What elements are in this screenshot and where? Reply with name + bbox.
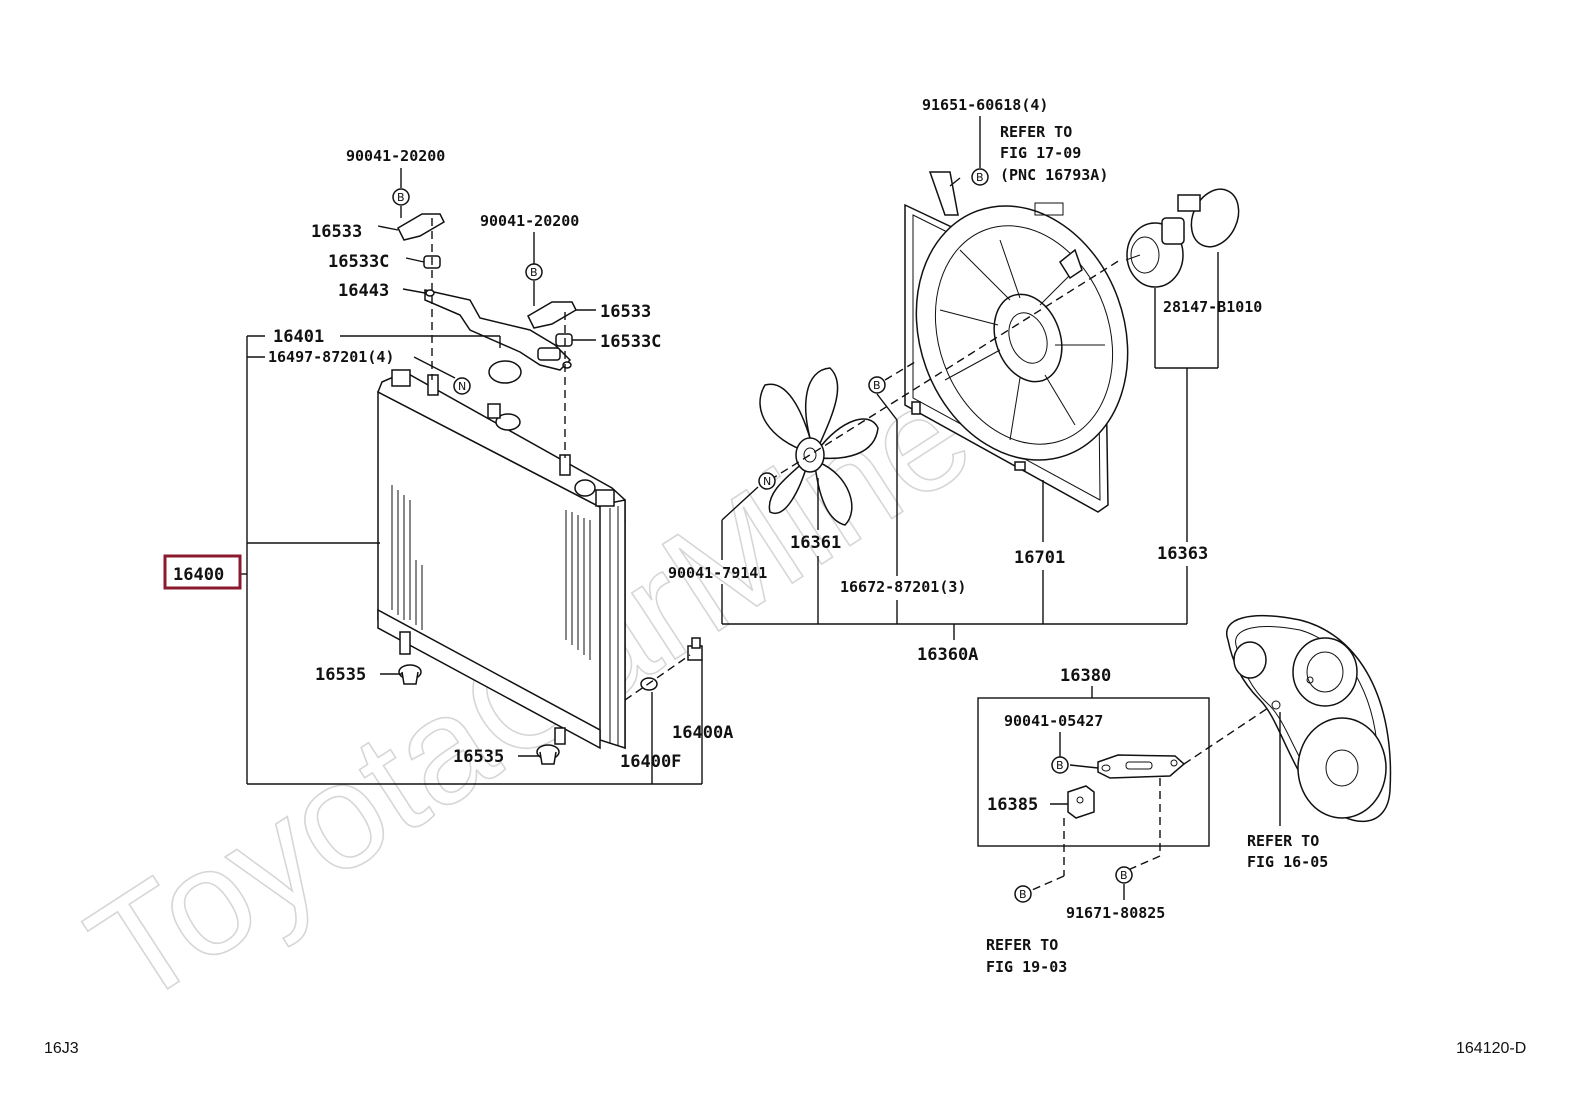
label-90041-20200-b[interactable]: 90041-20200 xyxy=(480,212,579,230)
ref-fig16-05-line1[interactable]: REFER TO xyxy=(1247,832,1319,850)
svg-text:B: B xyxy=(530,266,538,279)
label-16672-87201[interactable]: 16672-87201(3) xyxy=(840,578,966,596)
label-16363[interactable]: 16363 xyxy=(1157,544,1208,564)
label-28147-b1010[interactable]: 28147-B1010 xyxy=(1163,298,1262,316)
radiator-leaders xyxy=(240,168,703,785)
callout-n-2: N xyxy=(758,472,776,490)
label-16533c-a[interactable]: 16533C xyxy=(328,252,389,272)
label-16401[interactable]: 16401 xyxy=(273,327,324,347)
svg-text:B: B xyxy=(1019,888,1027,901)
callout-b-1: B xyxy=(392,188,410,206)
label-90041-20200-a[interactable]: 90041-20200 xyxy=(346,147,445,165)
ref-fig17-09-line3[interactable]: (PNC 16793A) xyxy=(1000,166,1108,184)
corner-code-right: 164120-D xyxy=(1456,1040,1526,1057)
label-16535-a[interactable]: 16535 xyxy=(315,665,366,685)
callout-b-2: B xyxy=(525,263,543,281)
svg-text:N: N xyxy=(458,380,466,393)
ref-fig19-03-line1[interactable]: REFER TO xyxy=(986,936,1058,954)
label-16533c-b[interactable]: 16533C xyxy=(600,332,661,352)
callout-n-1: N xyxy=(453,377,471,395)
label-90041-05427[interactable]: 90041-05427 xyxy=(1004,712,1103,730)
svg-text:N: N xyxy=(763,475,771,488)
ref-fig17-09-line1[interactable]: REFER TO xyxy=(1000,123,1072,141)
ref-fig17-09-line2[interactable]: FIG 17-09 xyxy=(1000,144,1081,162)
callout-b-7: B xyxy=(1115,866,1133,884)
label-90041-79141[interactable]: 90041-79141 xyxy=(668,564,767,582)
fan-motor-drawing xyxy=(1125,188,1240,288)
fan-shroud-drawing xyxy=(904,171,1129,513)
svg-text:B: B xyxy=(397,191,405,204)
ref-fig16-05-line2[interactable]: FIG 16-05 xyxy=(1247,853,1328,871)
label-16701[interactable]: 16701 xyxy=(1014,548,1065,568)
svg-text:B: B xyxy=(976,171,984,184)
label-16400f[interactable]: 16400F xyxy=(620,752,681,772)
highlight-box-16400 xyxy=(163,554,242,590)
callout-b-5: B xyxy=(1051,756,1069,774)
ref-fig19-03-line2[interactable]: FIG 19-03 xyxy=(986,958,1067,976)
label-16380[interactable]: 16380 xyxy=(1060,666,1111,686)
callout-b-4: B xyxy=(868,376,886,394)
label-16497-87201[interactable]: 16497-87201(4) xyxy=(268,348,394,366)
fan-blade-drawing xyxy=(759,367,879,526)
label-16385[interactable]: 16385 xyxy=(987,795,1038,815)
label-91671-80825[interactable]: 91671-80825 xyxy=(1066,904,1165,922)
svg-text:B: B xyxy=(873,379,881,392)
svg-text:B: B xyxy=(1056,759,1064,772)
callout-b-3: B xyxy=(971,168,989,186)
label-16400[interactable]: 16400 xyxy=(173,565,224,585)
label-16533-a[interactable]: 16533 xyxy=(311,222,362,242)
label-16400a[interactable]: 16400A xyxy=(672,723,733,743)
label-16361[interactable]: 16361 xyxy=(790,533,841,553)
fan-leaders xyxy=(721,116,1219,640)
label-16360a[interactable]: 16360A xyxy=(917,645,978,665)
corner-code-left: 16J3 xyxy=(44,1040,79,1057)
belt-unit-drawing xyxy=(1226,615,1392,826)
radiator-drawing xyxy=(377,369,703,765)
callout-b-6: B xyxy=(1014,885,1032,903)
label-16443[interactable]: 16443 xyxy=(338,281,389,301)
label-16533-b[interactable]: 16533 xyxy=(600,302,651,322)
bracket-box xyxy=(977,686,1281,900)
label-16535-b[interactable]: 16535 xyxy=(453,747,504,767)
label-91651-60618[interactable]: 91651-60618(4) xyxy=(922,96,1048,114)
svg-text:B: B xyxy=(1120,869,1128,882)
